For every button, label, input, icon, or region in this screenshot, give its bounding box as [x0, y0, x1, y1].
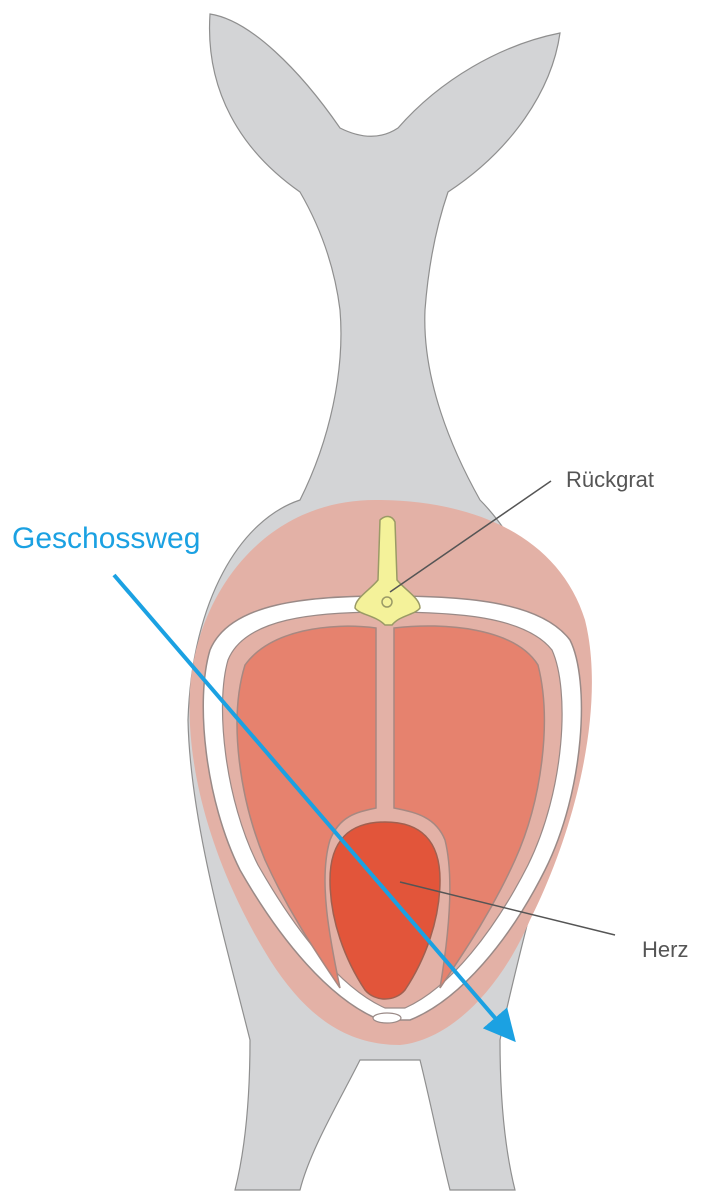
sternum: [373, 1013, 401, 1023]
heart-label: Herz: [642, 937, 688, 962]
shot-path-label: Geschossweg: [12, 522, 200, 555]
spinal-canal: [382, 597, 392, 607]
spine-label: Rückgrat: [566, 467, 654, 492]
